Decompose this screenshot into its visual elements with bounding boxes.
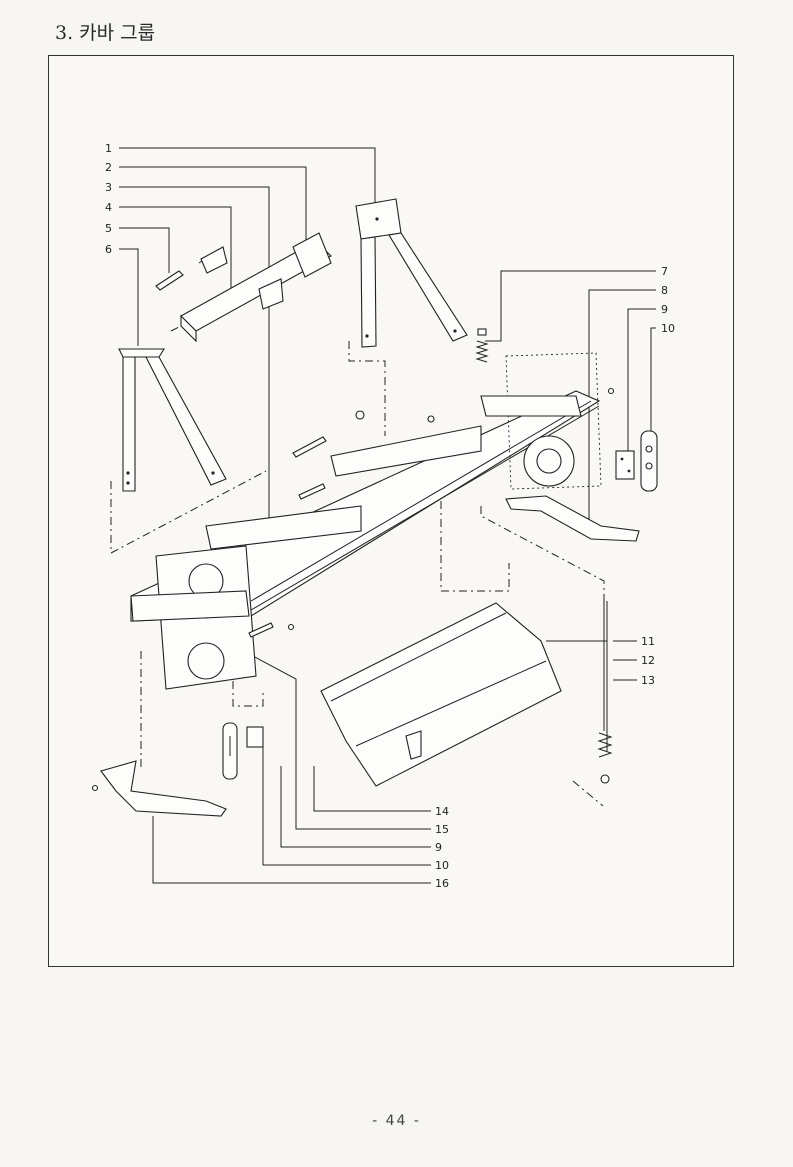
right-bracket-part-9 (615, 450, 635, 480)
right-plate-part-10 (640, 430, 658, 492)
callout-2: 2 (105, 161, 112, 174)
callout-9: 9 (661, 303, 668, 316)
diagram-frame: 1 2 3 4 5 6 7 8 9 10 11 12 13 14 15 9 10… (48, 55, 734, 967)
callout-14: 14 (435, 805, 449, 818)
left-plate-part-10 (222, 722, 238, 780)
left-bracket-part-9 (246, 726, 264, 748)
pin-part-5 (155, 270, 184, 291)
right-end-plate (505, 352, 602, 490)
callout-leaders-left (119, 147, 376, 561)
upper-beam-part-2-4 (180, 232, 332, 343)
fasteners (248, 387, 615, 638)
right-stand-part-1 (355, 198, 468, 348)
callout-5: 5 (105, 222, 112, 235)
middle-arm-brackets (205, 395, 582, 550)
left-stand-part-6 (118, 348, 227, 492)
callout-3: 3 (105, 181, 112, 194)
callout-4: 4 (105, 201, 112, 214)
spring-rod-parts-11-13 (597, 601, 613, 784)
callout-12: 12 (641, 654, 655, 667)
left-skid-part-16 (91, 760, 227, 817)
spring-part-7 (475, 328, 489, 363)
callout-11: 11 (641, 635, 655, 648)
page-title: 3. 카바 그룹 (55, 22, 156, 44)
callout-6: 6 (105, 243, 112, 256)
callout-labels: 1 2 3 4 5 6 7 8 9 10 11 12 13 14 15 9 10… (105, 142, 675, 890)
callout-8: 8 (661, 284, 668, 297)
callout-13: 13 (641, 674, 655, 687)
callout-16: 16 (435, 877, 449, 890)
exploded-parts-diagram: 1 2 3 4 5 6 7 8 9 10 11 12 13 14 15 9 10… (91, 142, 675, 890)
left-end-plate (130, 545, 257, 690)
callout-1: 1 (105, 142, 112, 155)
page-number: - 44 - (372, 1113, 421, 1129)
callout-15: 15 (435, 823, 449, 836)
right-skid-part-8 (505, 495, 640, 542)
callout-10: 10 (661, 322, 675, 335)
callout-10b: 10 (435, 859, 449, 872)
callout-7: 7 (661, 265, 668, 278)
callout-9b: 9 (435, 841, 442, 854)
rear-cover-part-14 (320, 602, 562, 787)
